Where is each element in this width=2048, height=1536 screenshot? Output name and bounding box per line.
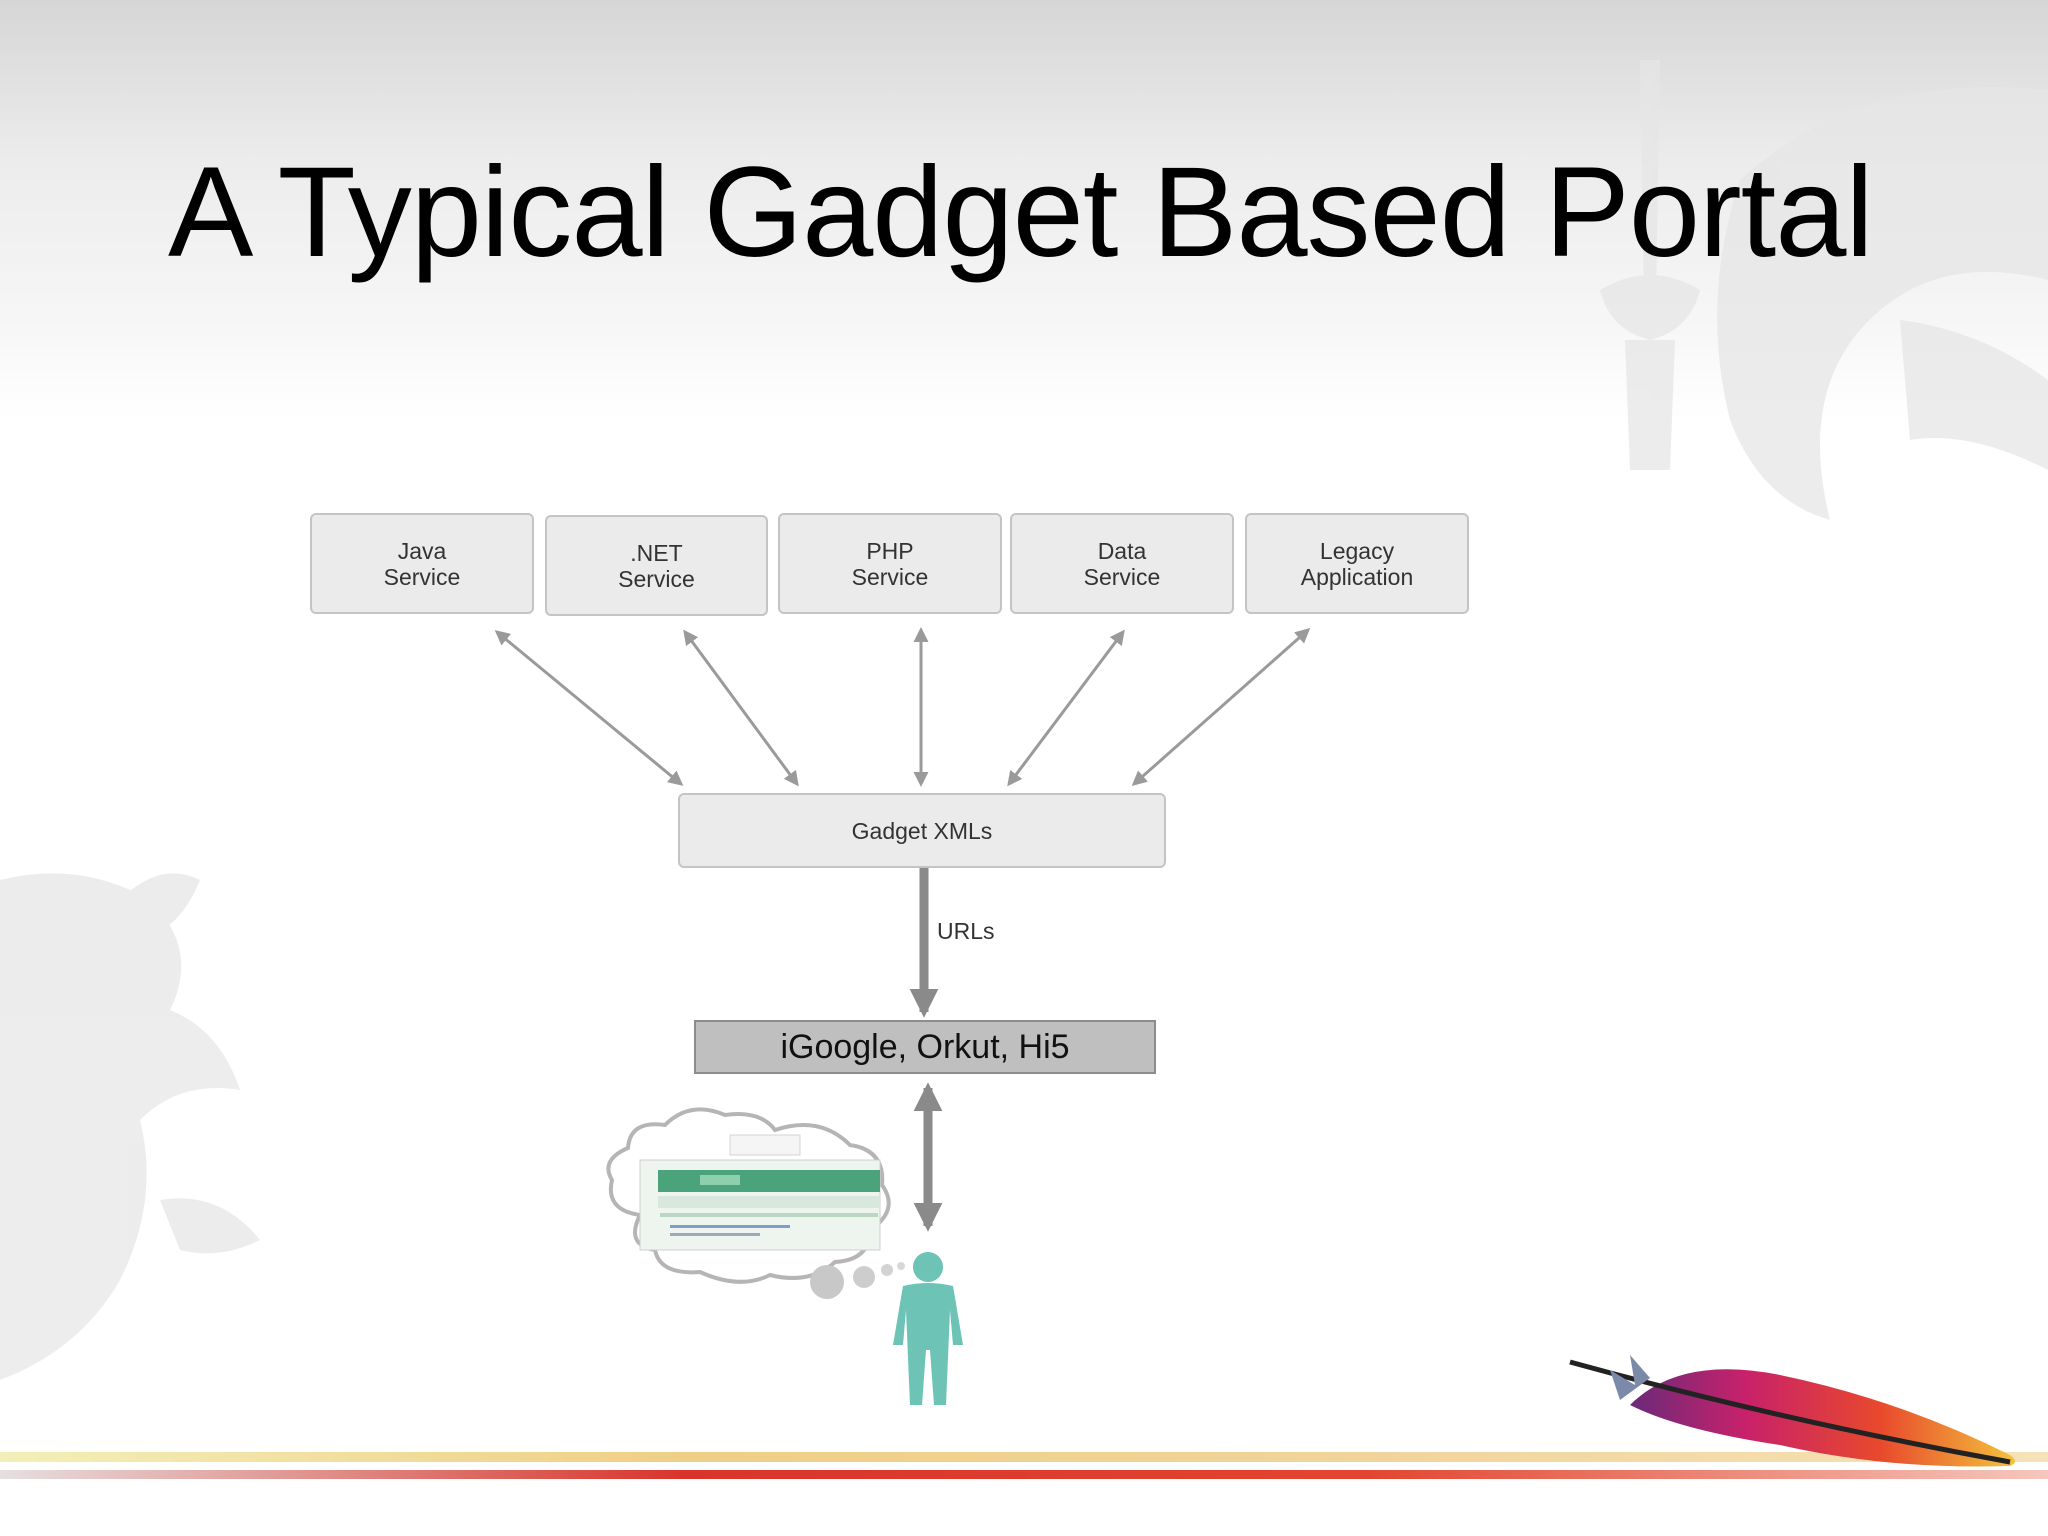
java-service-box: Java Service: [310, 513, 534, 614]
arrow-data-gadget: [1007, 629, 1125, 787]
thought-cloud-icon: [606, 1107, 905, 1299]
php-service-box: PHP Service: [778, 513, 1002, 614]
person-icon: [893, 1252, 963, 1405]
arrow-java-gadget: [494, 630, 684, 786]
platforms-box: iGoogle, Orkut, Hi5: [694, 1020, 1156, 1074]
slide-title: A Typical Gadget Based Portal: [168, 141, 1874, 284]
data-service-box: Data Service: [1010, 513, 1234, 614]
footer-stripe-red: [0, 1470, 2048, 1479]
footer-stripe-yellow: [0, 1452, 2048, 1462]
urls-label: URLs: [937, 918, 995, 944]
net-service-box: .NET Service: [545, 515, 768, 616]
legacy-application-box: Legacy Application: [1245, 513, 1469, 614]
arrow-legacy-gadget: [1131, 628, 1311, 786]
arrow-net-gadget: [683, 629, 799, 787]
gadget-xmls-box: Gadget XMLs: [678, 793, 1166, 868]
